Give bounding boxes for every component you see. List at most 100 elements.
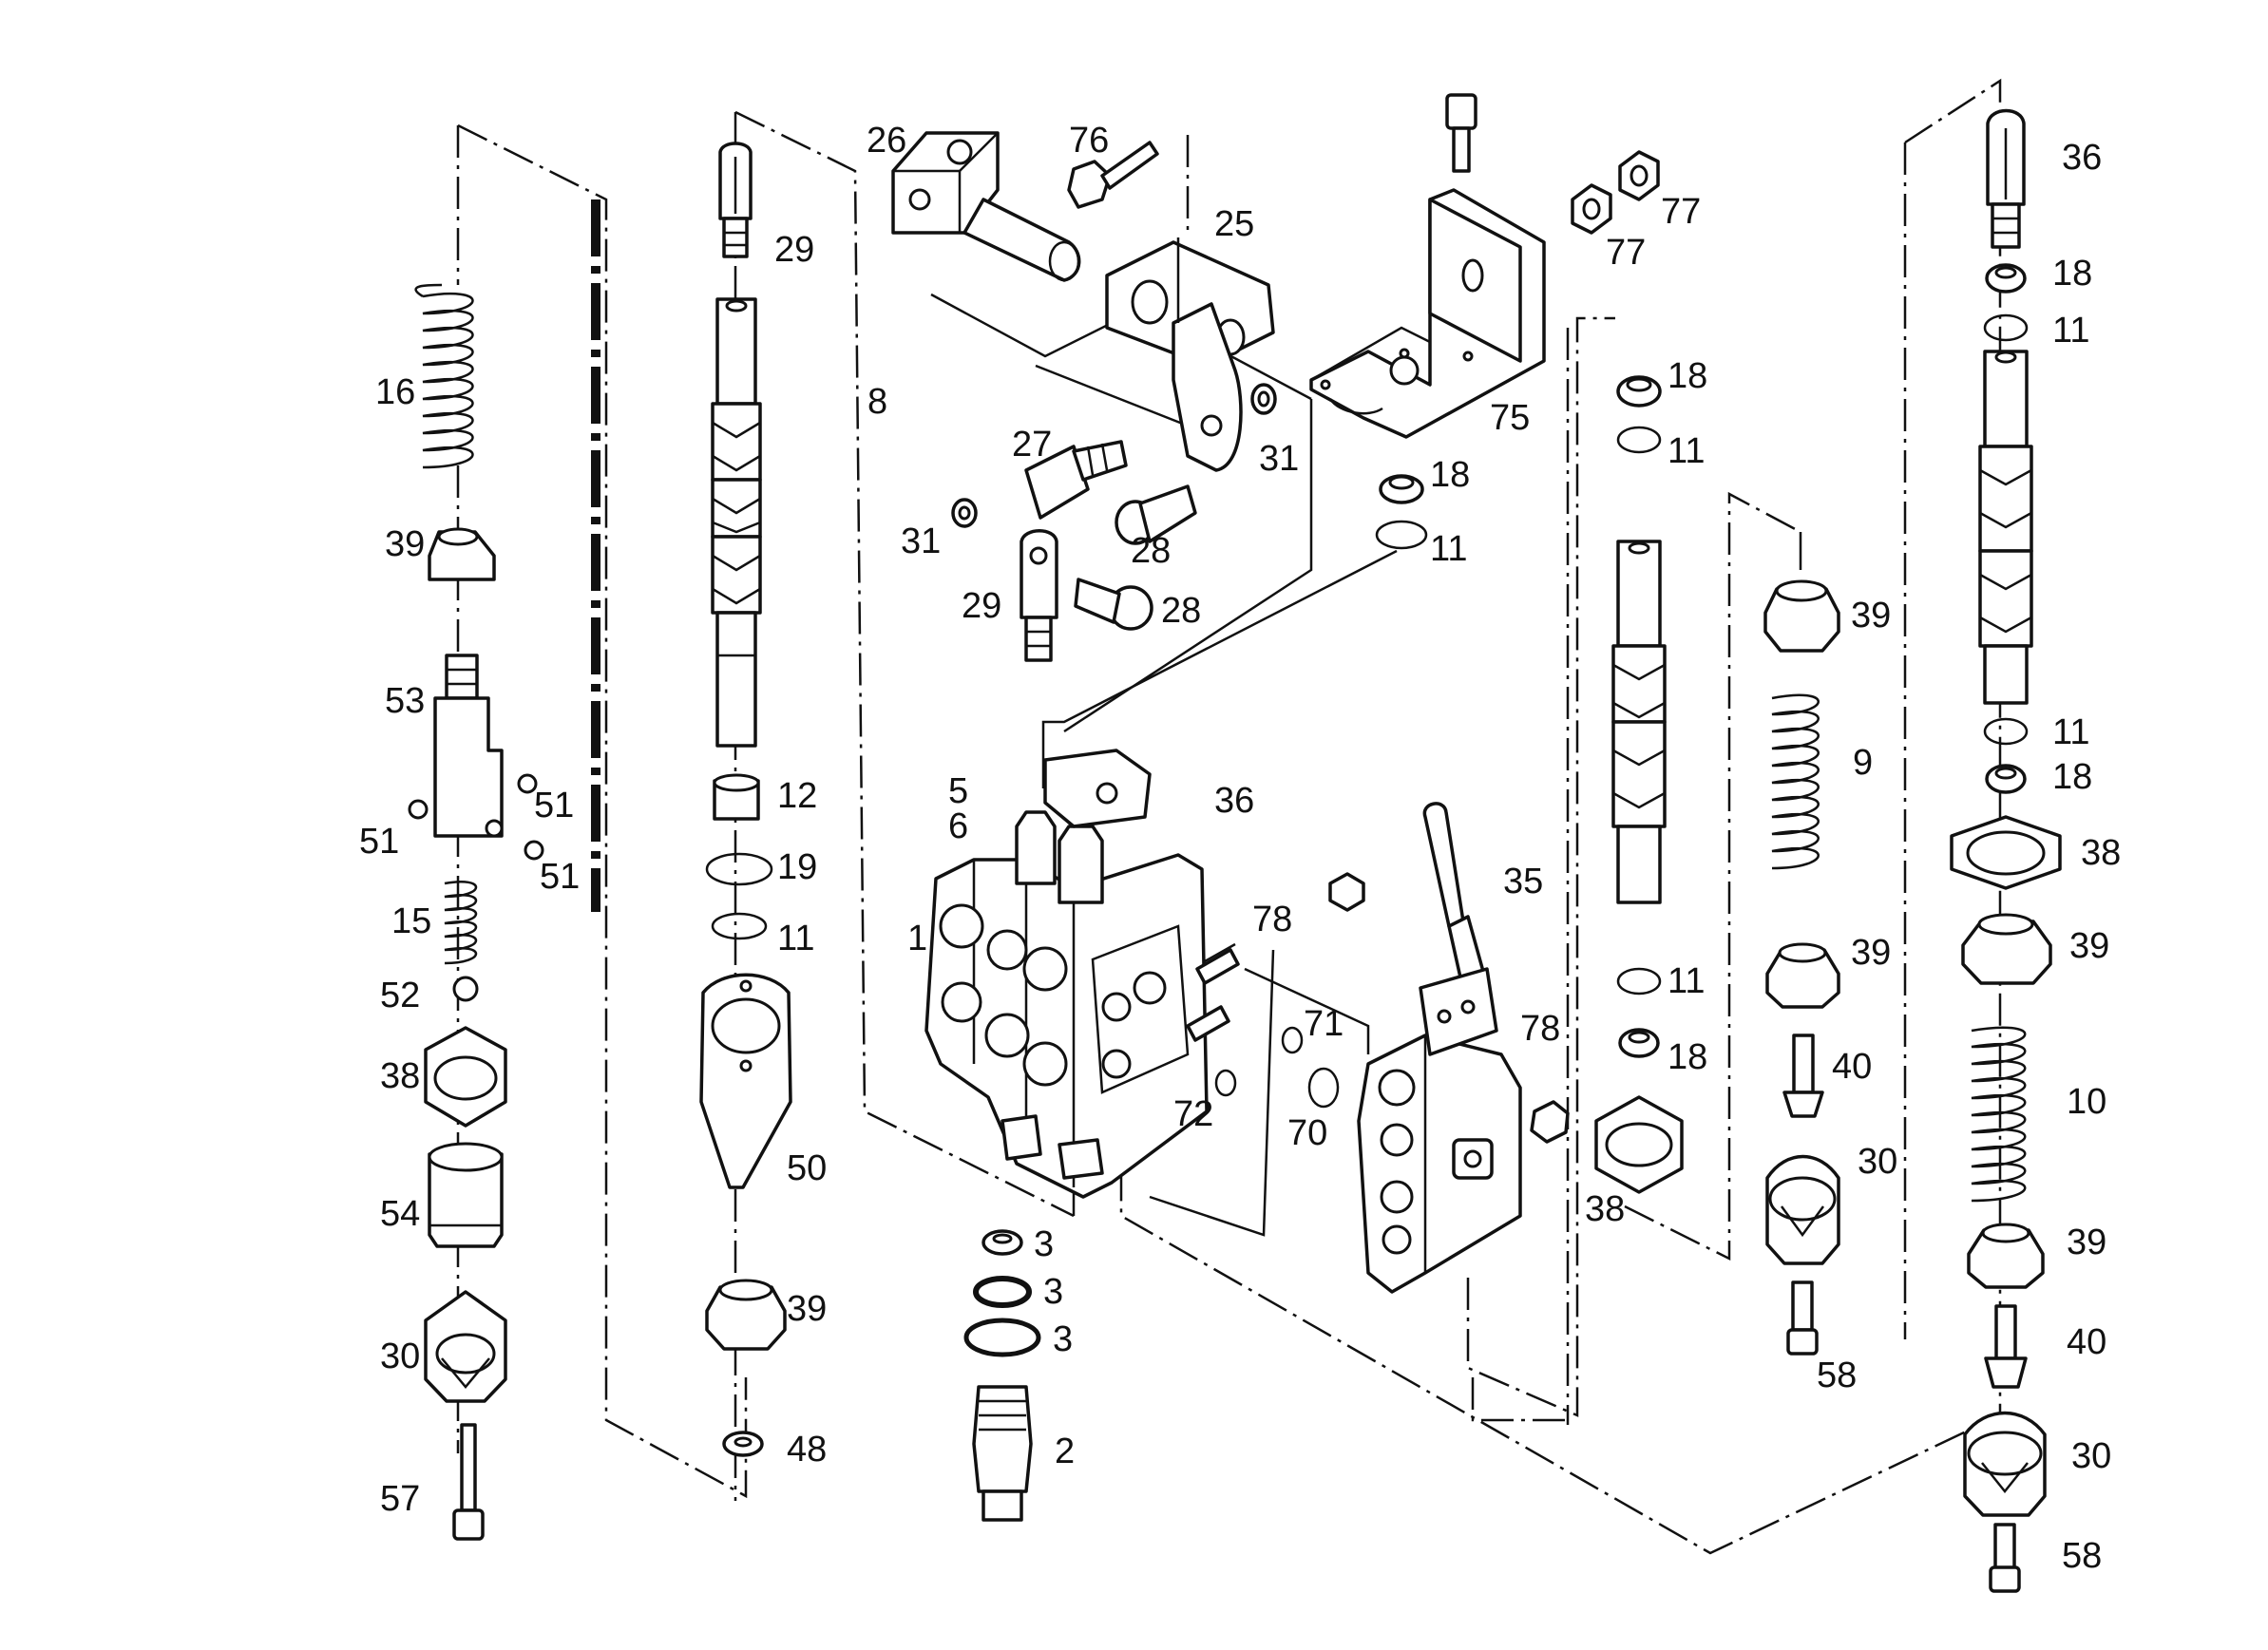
oring-3-middle [973,1276,1032,1308]
washer-48 [722,1431,764,1457]
oring-11-col-top [1616,426,1662,454]
label-36: 36 [1214,781,1254,821]
lever-section-35 [1357,802,1522,1294]
label-28: 28 [1161,591,1201,631]
label-11: 11 [2052,712,2089,752]
label-1: 1 [907,919,927,958]
label-3: 3 [1053,1319,1073,1359]
oring-71 [1281,1026,1304,1054]
bushing-54 [428,1142,504,1248]
nut-78-right [1530,1100,1570,1144]
label-50: 50 [787,1148,827,1188]
label-51: 51 [534,786,574,825]
spring-10 [1971,1026,2027,1203]
nut-77-lower [1571,183,1612,235]
label-39: 39 [787,1289,827,1329]
label-30: 30 [1858,1142,1897,1182]
label-31: 31 [901,522,941,561]
valve-bottom-fittings [1001,1114,1104,1180]
label-3: 3 [1043,1272,1063,1312]
label-39: 39 [385,524,425,564]
pin-28-upper [1115,484,1197,545]
label-19: 19 [777,847,817,887]
screw-58-fr [1989,1523,2021,1593]
callout-labels: 16 39 53 51 51 51 15 52 38 54 30 57 29 8… [359,121,2121,1576]
link-27 [1024,440,1128,520]
label-48: 48 [787,1430,827,1470]
label-51: 51 [359,822,399,862]
lever-handle [1419,802,1498,1056]
seal-3-top [982,1229,1023,1256]
label-30: 30 [2071,1436,2111,1476]
gasket-38-left [424,1026,507,1128]
bracket-75 [1309,188,1546,439]
label-2: 2 [1055,1432,1075,1471]
label-52: 52 [380,976,420,1015]
nut-center [1328,872,1365,912]
label-26: 26 [867,121,906,161]
stud-78-second [1186,1005,1230,1042]
label-53: 53 [385,681,425,721]
oring-72 [1214,1069,1237,1097]
washer-31-right [1250,383,1277,415]
label-25: 25 [1214,204,1254,244]
label-11: 11 [777,919,814,958]
label-57: 57 [380,1479,420,1519]
spool-column-right [1594,375,1684,1194]
screw-58-col9 [1786,1280,1819,1356]
oring-3-bottom [963,1318,1041,1357]
piston-53 [433,654,504,838]
stud-40-col9 [1782,1034,1824,1118]
label-15: 15 [391,901,431,941]
pivot-block-26 [891,131,1081,282]
label-39: 39 [1851,933,1891,973]
label-18: 18 [1430,455,1470,495]
seat-39-second [705,1279,787,1351]
label-16: 16 [375,372,415,412]
label-28: 28 [1131,531,1171,571]
left-stack [408,283,544,1541]
spring-16 [414,283,474,469]
label-38: 38 [1585,1189,1625,1229]
label-11: 11 [1668,431,1705,471]
label-11: 11 [1668,961,1705,1001]
label-9: 9 [1853,743,1873,783]
label-6: 6 [948,806,968,846]
label-39: 39 [2069,926,2109,966]
label-30: 30 [380,1337,420,1376]
oring-11-fr-top [1983,313,2029,342]
label-11: 11 [1430,529,1467,569]
oring-11-col-bottom [1616,967,1662,996]
oring-70 [1307,1067,1340,1109]
label-77: 77 [1661,192,1701,232]
label-78: 78 [1520,1009,1560,1049]
label-36: 36 [2062,138,2102,178]
oring-11-fr-bottom [1983,717,2029,746]
oring-19 [705,852,773,886]
label-18: 18 [2052,757,2092,797]
spring-15 [444,881,477,965]
label-71: 71 [1304,1004,1344,1044]
label-72: 72 [1173,1094,1213,1134]
label-75: 75 [1490,398,1530,438]
bolt-76 [1067,141,1159,209]
label-29: 29 [774,230,814,270]
sleeve-12 [713,773,760,821]
label-18: 18 [1668,356,1707,396]
label-38: 38 [380,1056,420,1096]
pin-28-lower [1074,578,1153,631]
bracket-25 [1105,237,1275,472]
second-column [699,142,792,1457]
label-78: 78 [1252,900,1292,939]
label-35: 35 [1503,862,1543,901]
seat-39-col9-bottom [1765,942,1840,1009]
far-right-column [1950,108,2062,1593]
nut-77-upper [1618,150,1660,201]
seat-39-col9-top [1763,579,1840,653]
clevis-29-top [718,142,753,258]
seal-18-center [1379,474,1424,504]
cap-30-left [424,1290,507,1403]
spring-9 [1771,693,1820,870]
ball-52 [452,976,479,1002]
